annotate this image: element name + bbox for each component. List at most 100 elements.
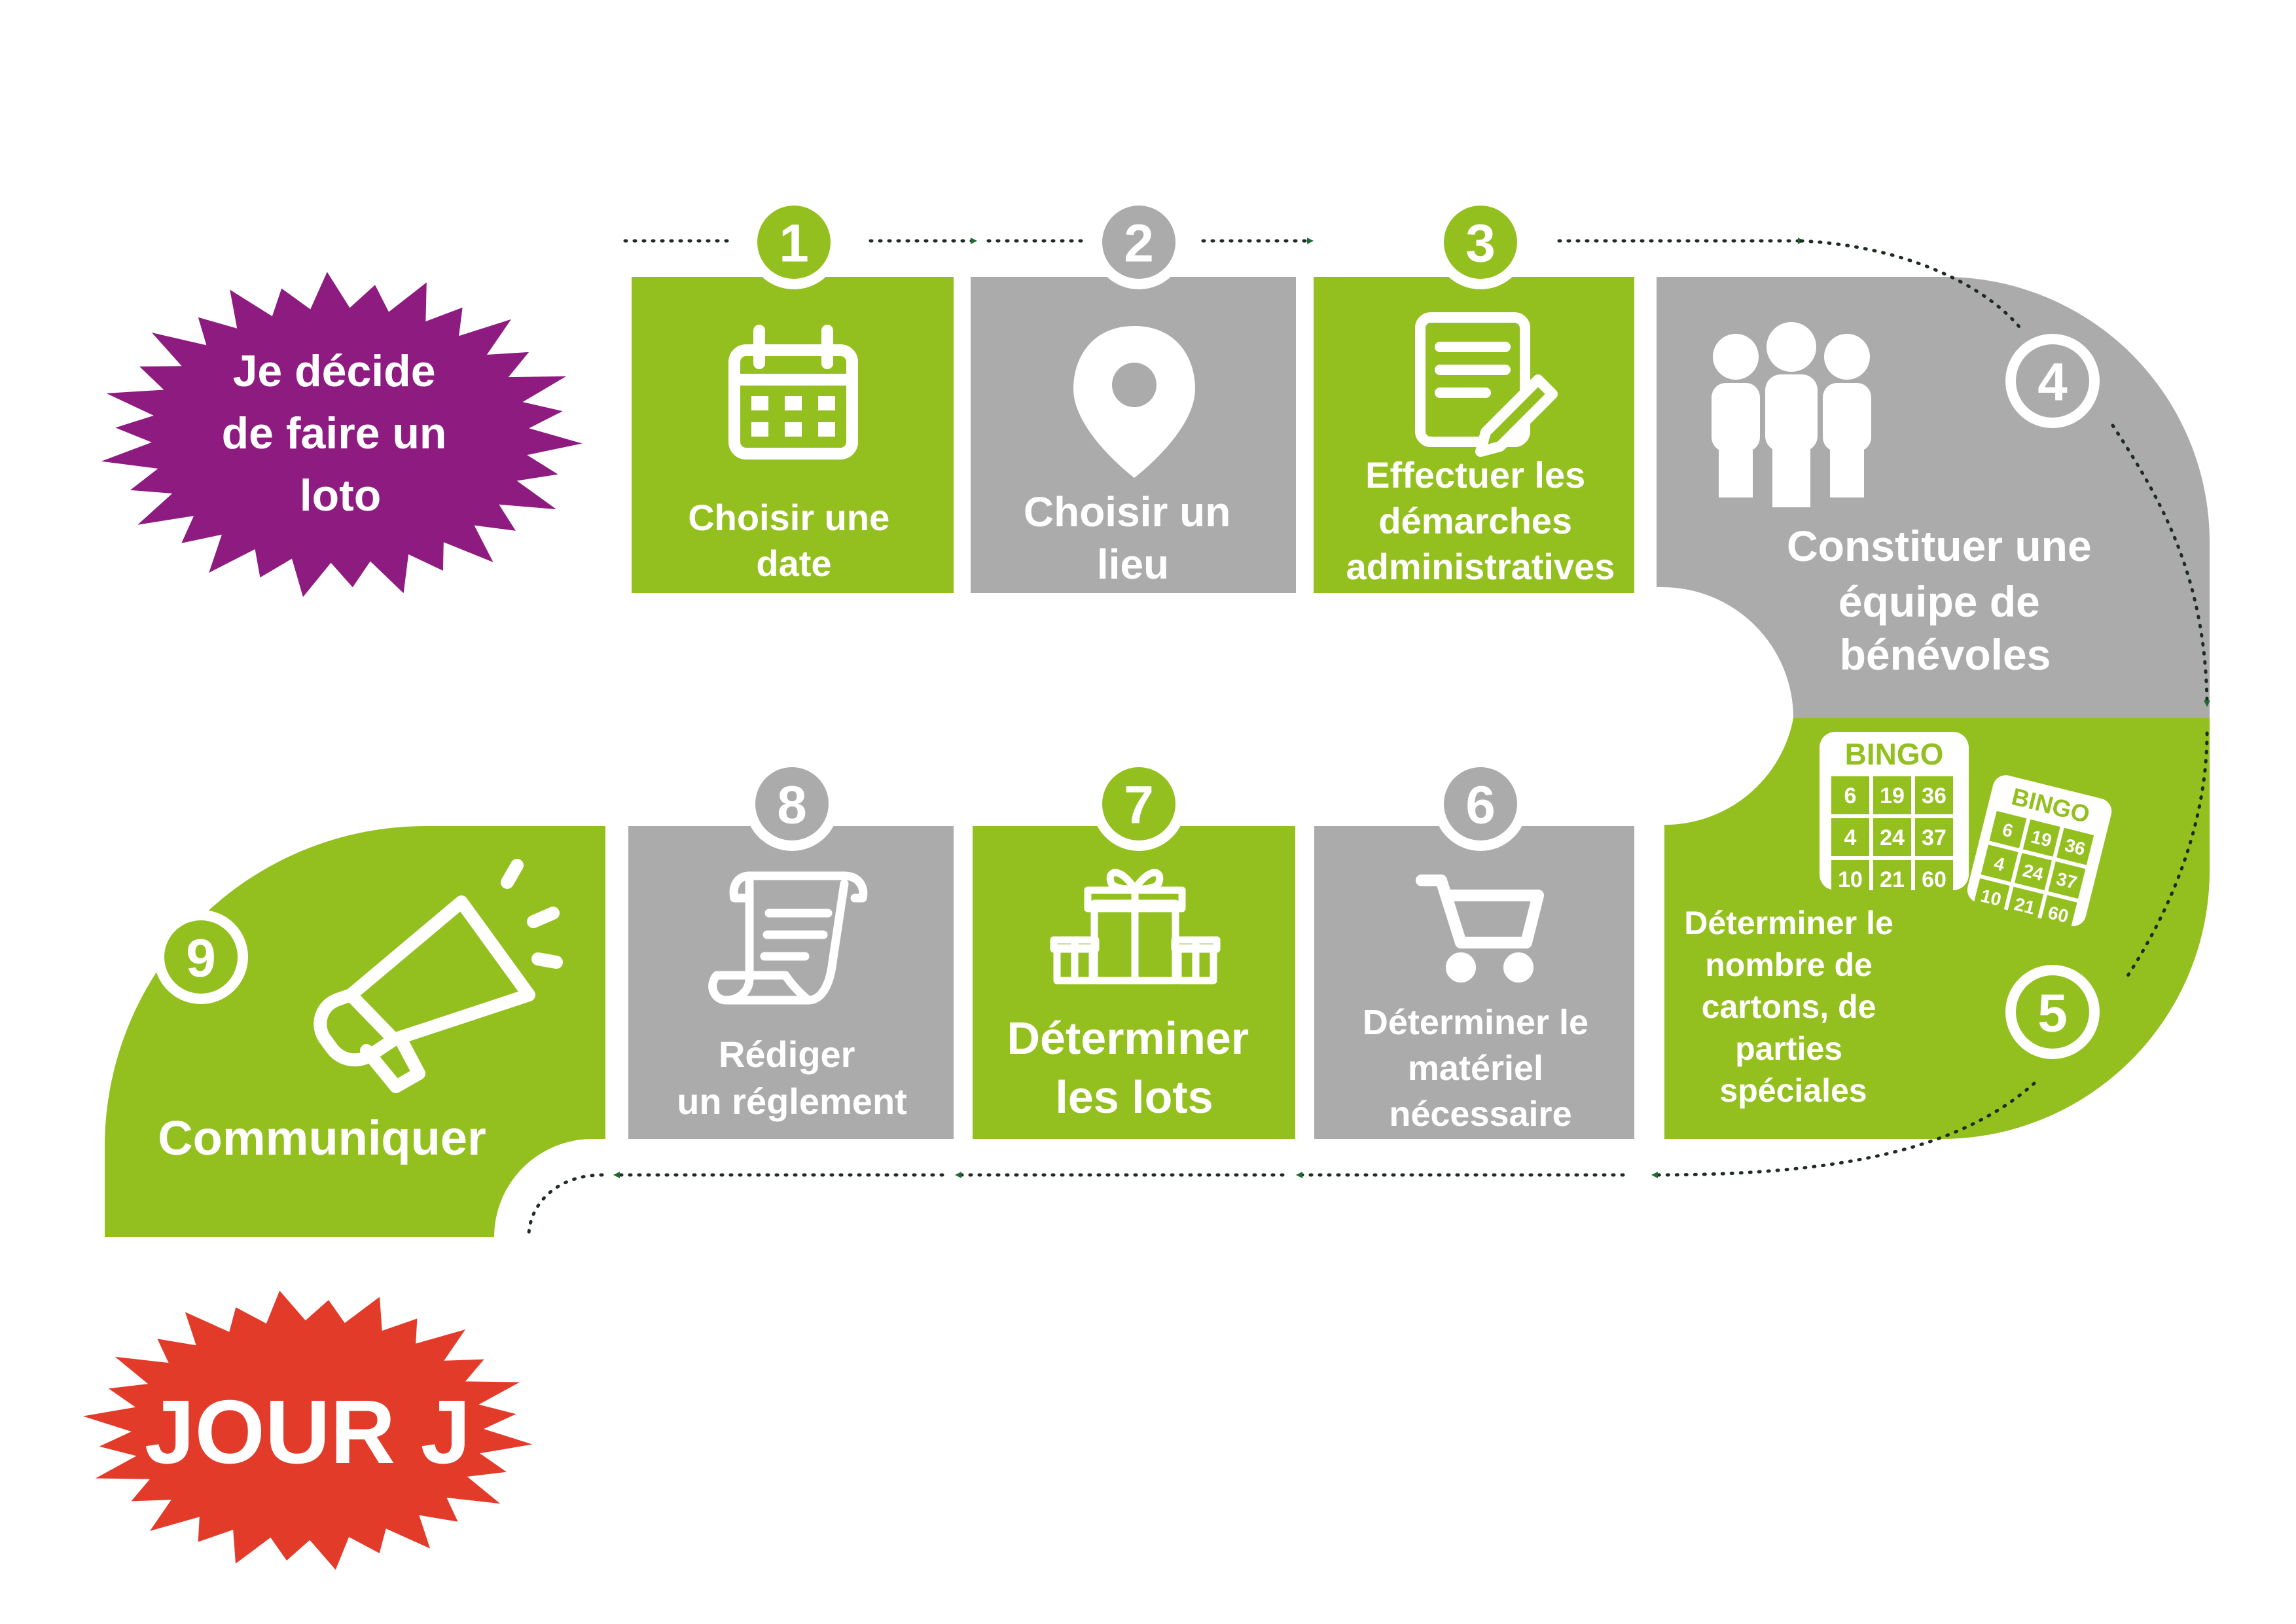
step-3-number: 3 bbox=[1465, 214, 1496, 274]
gift-icon bbox=[1050, 869, 1221, 984]
step-9-number: 9 bbox=[186, 929, 216, 988]
step-7-number: 7 bbox=[1124, 776, 1154, 835]
step-1-badge: 1 bbox=[747, 195, 841, 289]
step-4-line-1: Constituer une bbox=[1787, 522, 2092, 570]
step-3-background bbox=[1314, 277, 1634, 593]
bingo-cell bbox=[1915, 776, 1953, 814]
step-7-line-1: Déterminer bbox=[1007, 1013, 1249, 1064]
bingo-cell-number: 4 bbox=[1844, 825, 1857, 850]
bingo-cell bbox=[1915, 860, 1953, 898]
bingo-cell-number: 19 bbox=[2029, 826, 2054, 851]
connector-curve-arrow bbox=[2111, 424, 2210, 707]
bingo-cell-number: 6 bbox=[1844, 784, 1857, 808]
step-3-tile: Effectuer les démarches administratives bbox=[1314, 277, 1634, 593]
document-pencil-icon bbox=[1415, 312, 1558, 457]
step-3-line-3: administratives bbox=[1346, 546, 1615, 587]
bingo-cell bbox=[1831, 818, 1869, 856]
bingo-cell-number: 37 bbox=[1922, 825, 1946, 850]
step-6-number: 6 bbox=[1465, 776, 1496, 835]
bingo-cell bbox=[2039, 895, 2077, 933]
bingo-cell-number: 37 bbox=[2054, 869, 2079, 893]
bingo-cell-number: 36 bbox=[2063, 835, 2088, 859]
bingo-cell bbox=[1989, 810, 2027, 848]
bingo-cell-number: 60 bbox=[1922, 867, 1946, 892]
connector-curve bbox=[1799, 239, 2024, 333]
step-6-background bbox=[1314, 826, 1634, 1139]
step-8-label: Rédiger un réglement bbox=[677, 1034, 907, 1122]
start-burst-line-1: Je décide bbox=[233, 346, 436, 396]
step-4-line-3: bénévoles bbox=[1840, 630, 2051, 679]
start-burst-text: Je décide de faire un loto bbox=[222, 346, 459, 520]
step-8-line-2: un réglement bbox=[677, 1081, 907, 1122]
bingo-cell bbox=[1873, 860, 1911, 898]
step-6-line-2: matériel bbox=[1408, 1049, 1543, 1088]
bingo-cell bbox=[1873, 776, 1911, 814]
bingo-cell bbox=[2006, 886, 2044, 924]
step-1-label: Choisir une date bbox=[688, 497, 900, 584]
step-4-line-2: équipe de bbox=[1839, 577, 2040, 626]
step-5-line-2: nombre de bbox=[1705, 947, 1873, 983]
step-5-label: Déterminer le nombre de cartons, de part… bbox=[1684, 905, 1903, 1109]
bingo-cell bbox=[1873, 818, 1911, 856]
step-8-number: 8 bbox=[777, 776, 807, 835]
step-6-tile: Déterminer le matériel nécessaire bbox=[1314, 826, 1634, 1139]
start-burst: Je décide de faire un loto bbox=[101, 272, 583, 597]
step-1-number: 1 bbox=[779, 214, 809, 274]
badge-disc bbox=[1444, 767, 1517, 840]
step-6-badge: 6 bbox=[1433, 757, 1528, 851]
bingo-cell bbox=[1831, 776, 1869, 814]
step-7-tile: Déterminer les lots bbox=[973, 826, 1295, 1139]
step-3-line-2: démarches bbox=[1378, 500, 1572, 541]
step-2-number: 2 bbox=[1124, 214, 1154, 274]
step-9-badge: 9 bbox=[154, 910, 248, 1004]
step-3-label: Effectuer les démarches administratives bbox=[1346, 454, 1615, 587]
step-1-tile: Choisir une date bbox=[632, 277, 954, 593]
dotted-path-connectors bbox=[527, 238, 2210, 1236]
badge-disc bbox=[757, 206, 831, 279]
end-burst-shape bbox=[82, 1290, 533, 1570]
badge-disc bbox=[755, 767, 829, 840]
step-6-line-1: Déterminer le bbox=[1363, 1003, 1588, 1042]
step-8-line-1: Rédiger bbox=[719, 1034, 855, 1075]
bingo-cell-number: 6 bbox=[2000, 819, 2015, 841]
step-1-line-2: date bbox=[756, 543, 831, 584]
people-group-icon bbox=[1712, 322, 1871, 507]
step-8-tile: Rédiger un réglement bbox=[628, 826, 954, 1139]
megaphone-icon bbox=[314, 859, 563, 1093]
location-pin-icon bbox=[1073, 326, 1195, 478]
bingo-cell-number: 21 bbox=[2013, 893, 2037, 918]
bingo-cell bbox=[1981, 844, 2018, 882]
step-6-line-3: nécessaire bbox=[1389, 1094, 1571, 1134]
start-burst-shape bbox=[101, 272, 583, 597]
step-7-line-2: les lots bbox=[1055, 1072, 1213, 1123]
badge-disc bbox=[2016, 975, 2089, 1049]
bingo-cell-number: 19 bbox=[1880, 784, 1905, 808]
step-9-label: Communiquer bbox=[158, 1111, 486, 1165]
badge-disc bbox=[1102, 206, 1175, 279]
bingo-cell-number: 36 bbox=[1922, 784, 1946, 808]
start-burst-line-2: de faire un bbox=[222, 408, 447, 458]
bingo-cell-number: 60 bbox=[2046, 902, 2071, 927]
badge-disc bbox=[164, 920, 238, 994]
step-9-line-1: Communiquer bbox=[158, 1111, 486, 1165]
step-7-label: Déterminer les lots bbox=[1007, 1013, 1261, 1123]
step-9-background bbox=[105, 826, 605, 1237]
step-2-badge: 2 bbox=[1092, 195, 1186, 289]
bingo-cell bbox=[2048, 861, 2086, 899]
bingo-cell bbox=[2056, 827, 2094, 865]
end-burst-label: JOUR J bbox=[145, 1382, 471, 1483]
bingo-card-1-title: BINGO bbox=[1845, 737, 1944, 771]
bingo-cell bbox=[2014, 853, 2052, 891]
bingo-cell-number: 10 bbox=[1838, 867, 1863, 892]
end-burst: JOUR J bbox=[82, 1290, 533, 1570]
bingo-cell-number: 21 bbox=[1880, 867, 1905, 892]
badge-disc bbox=[1444, 206, 1517, 279]
step-3-badge: 3 bbox=[1433, 195, 1528, 289]
step-4-tile: Constituer une équipe de bénévoles bbox=[1657, 277, 2210, 718]
step-5-line-1: Déterminer le bbox=[1684, 905, 1893, 941]
